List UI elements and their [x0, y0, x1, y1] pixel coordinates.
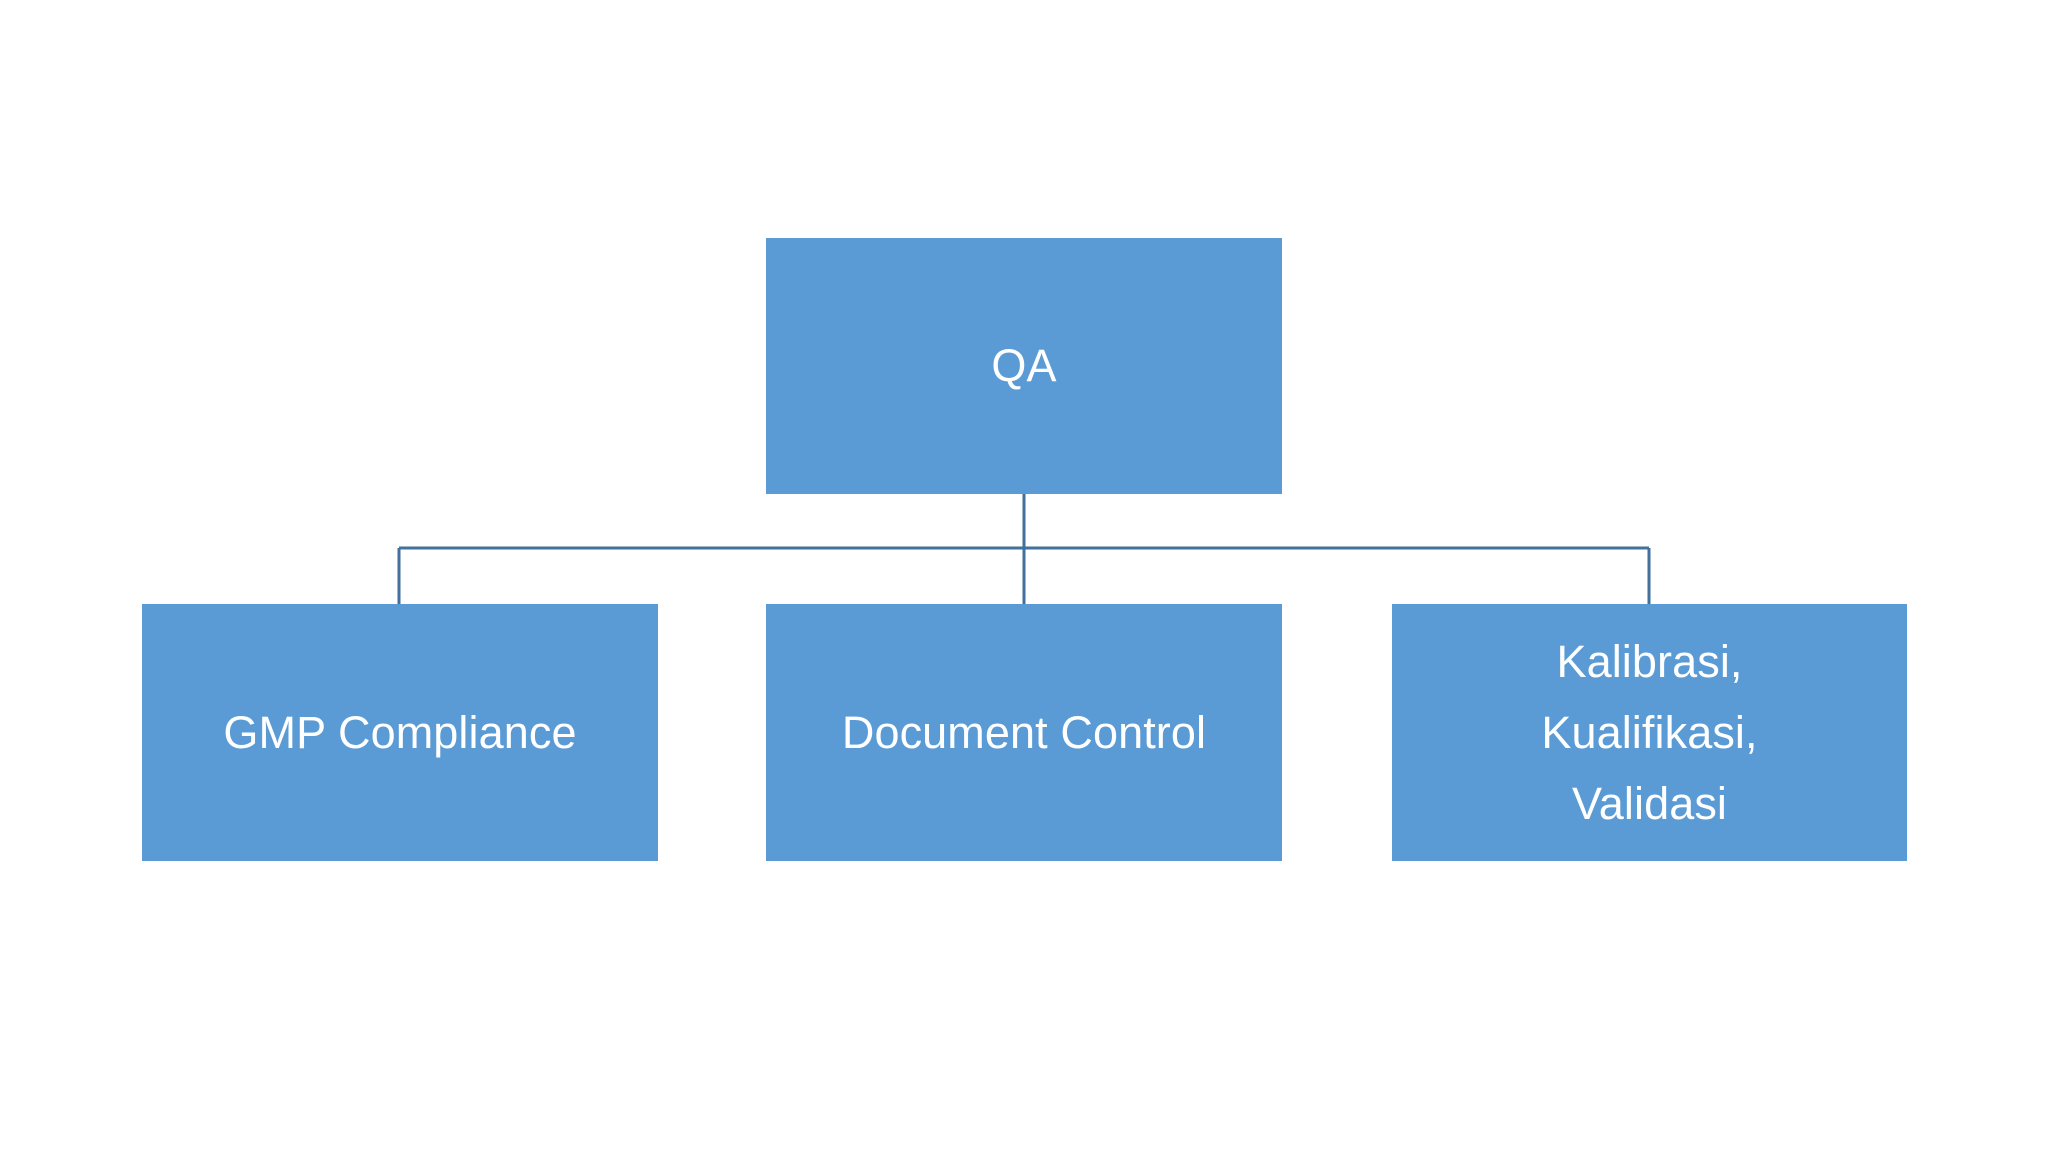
org-node-document-control-label: Document Control	[841, 706, 1207, 758]
org-node-kalibrasi-kualifikasi-validasi-label: Kalibrasi, Kualifikasi, Validasi	[1541, 635, 1758, 830]
org-node-kalibrasi-kualifikasi-validasi[interactable]: Kalibrasi, Kualifikasi, Validasi	[1392, 604, 1907, 861]
org-node-gmp-compliance[interactable]: GMP Compliance	[142, 604, 658, 861]
org-node-document-control[interactable]: Document Control	[766, 604, 1282, 861]
org-node-qa-label: QA	[991, 340, 1057, 392]
org-node-qa[interactable]: QA	[766, 238, 1282, 494]
org-node-gmp-compliance-label: GMP Compliance	[223, 706, 577, 758]
